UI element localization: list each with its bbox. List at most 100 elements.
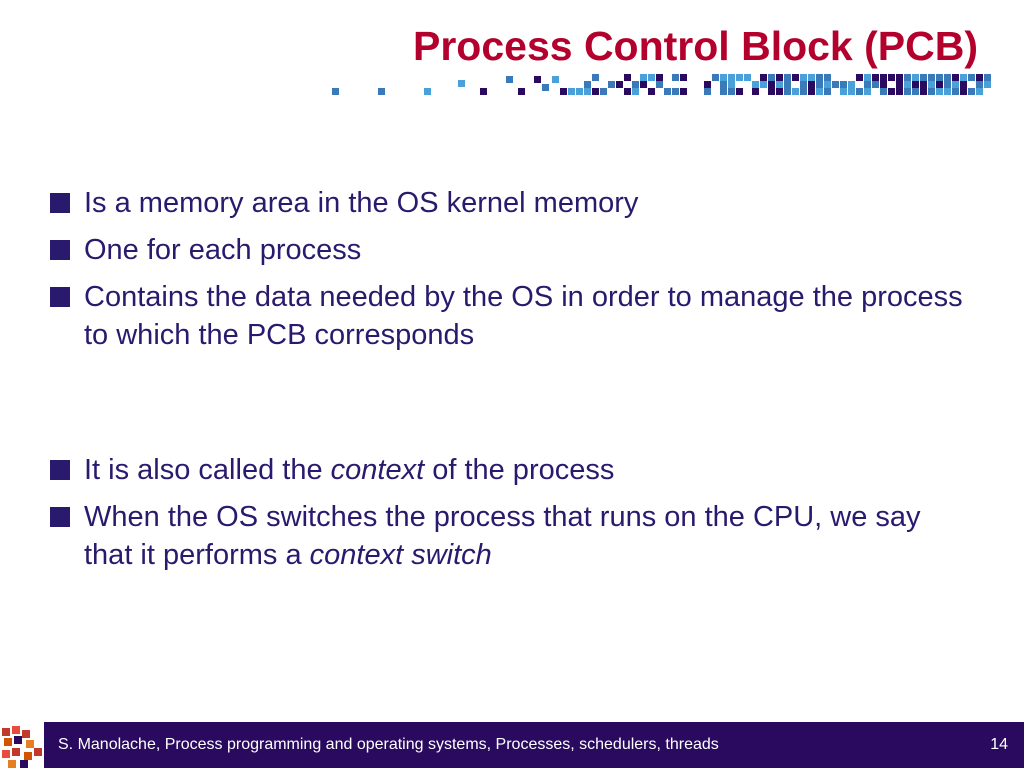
- decor-pixel: [752, 81, 759, 88]
- decor-pixel: [968, 74, 975, 81]
- decor-pixel: [752, 88, 759, 95]
- decor-pixel: [936, 81, 943, 88]
- decor-pixel: [542, 84, 549, 91]
- decor-pixel: [896, 81, 903, 88]
- decor-pixel: [880, 81, 887, 88]
- decor-pixel: [704, 81, 711, 88]
- decor-pixel: [856, 74, 863, 81]
- corner-logo-mosaic: [0, 722, 44, 768]
- decor-pixel: [808, 74, 815, 81]
- decor-pixel: [458, 80, 465, 87]
- decor-pixel: [976, 88, 983, 95]
- decor-pixel: [960, 81, 967, 88]
- decor-pixel: [976, 74, 983, 81]
- decor-pixel: [856, 88, 863, 95]
- decor-pixel: [680, 88, 687, 95]
- decor-pixel: [872, 81, 879, 88]
- decor-pixel: [664, 88, 671, 95]
- decor-pixel: [960, 88, 967, 95]
- decor-pixel: [760, 81, 767, 88]
- decor-pixel: [816, 74, 823, 81]
- decor-pixel: [768, 88, 775, 95]
- decor-pixel: [984, 74, 991, 81]
- decor-pixel: [888, 74, 895, 81]
- decor-pixel: [592, 88, 599, 95]
- decor-pixel: [656, 74, 663, 81]
- bullet-item: Contains the data needed by the OS in or…: [50, 278, 970, 354]
- decor-pixel: [712, 74, 719, 81]
- decor-pixel: [944, 88, 951, 95]
- bullet-item: When the OS switches the process that ru…: [50, 498, 970, 574]
- decor-pixel: [736, 74, 743, 81]
- decor-pixel: [624, 88, 631, 95]
- decor-pixel: [968, 88, 975, 95]
- square-bullet-icon: [50, 240, 70, 260]
- decor-pixel: [552, 76, 559, 83]
- decor-pixel: [984, 81, 991, 88]
- bullet-text: It is also called the: [84, 454, 331, 486]
- decor-pixel: [832, 81, 839, 88]
- decor-pixel: [960, 74, 967, 81]
- decor-pixel: [928, 74, 935, 81]
- bullet-item: Is a memory area in the OS kernel memory: [50, 184, 970, 222]
- decor-pixel: [808, 88, 815, 95]
- decor-pixel: [808, 81, 815, 88]
- decor-pixel: [944, 81, 951, 88]
- footer-citation: S. Manolache, Process programming and op…: [58, 736, 719, 753]
- decor-pixel: [624, 74, 631, 81]
- decor-pixel: [424, 88, 431, 95]
- decor-pixel: [720, 74, 727, 81]
- decor-pixel: [840, 81, 847, 88]
- decor-pixel: [976, 81, 983, 88]
- decor-pixel: [480, 88, 487, 95]
- decor-pixel: [568, 88, 575, 95]
- decor-pixel: [600, 88, 607, 95]
- decor-pixel: [936, 88, 943, 95]
- decor-pixel: [648, 88, 655, 95]
- decor-pixel: [518, 88, 525, 95]
- square-bullet-icon: [50, 507, 70, 527]
- decor-pixel: [728, 81, 735, 88]
- decor-pixel: [632, 81, 639, 88]
- decor-pixel: [920, 88, 927, 95]
- decor-pixel: [824, 74, 831, 81]
- decor-pixel: [640, 74, 647, 81]
- decor-pixel: [720, 88, 727, 95]
- decor-pixel: [800, 81, 807, 88]
- bullet-text-tail: of the process: [424, 454, 615, 486]
- decor-pixel: [864, 81, 871, 88]
- decor-pixel: [768, 74, 775, 81]
- decor-pixel: [880, 74, 887, 81]
- decor-pixel: [592, 74, 599, 81]
- decor-pixel: [864, 88, 871, 95]
- decor-pixel: [792, 88, 799, 95]
- decor-pixel: [656, 81, 663, 88]
- decor-pixel: [896, 88, 903, 95]
- decor-pixel: [768, 81, 775, 88]
- slide-number: 14: [990, 736, 1008, 753]
- decor-pixel: [904, 74, 911, 81]
- decor-pixel: [680, 74, 687, 81]
- bullet-text: Contains the data needed by the OS in or…: [84, 281, 963, 351]
- bullet-item: One for each process: [50, 231, 970, 269]
- spacer: [50, 363, 970, 451]
- footer-bar: S. Manolache, Process programming and op…: [44, 722, 1024, 768]
- decor-pixel: [920, 81, 927, 88]
- decor-pixel: [776, 74, 783, 81]
- decor-pixel: [784, 81, 791, 88]
- decor-pixel: [840, 88, 847, 95]
- decor-pixel: [378, 88, 385, 95]
- decor-pixel: [534, 76, 541, 83]
- decor-pixel: [928, 88, 935, 95]
- bullet-emphasis: context switch: [309, 539, 492, 571]
- decor-pixel: [736, 88, 743, 95]
- decor-pixel: [744, 74, 751, 81]
- decor-pixel: [776, 88, 783, 95]
- decor-pixel: [848, 88, 855, 95]
- square-bullet-icon: [50, 193, 70, 213]
- decor-pixel: [912, 81, 919, 88]
- decor-pixel: [896, 74, 903, 81]
- decor-pixel: [728, 88, 735, 95]
- decor-pixel: [584, 88, 591, 95]
- bullet-text: One for each process: [84, 234, 362, 266]
